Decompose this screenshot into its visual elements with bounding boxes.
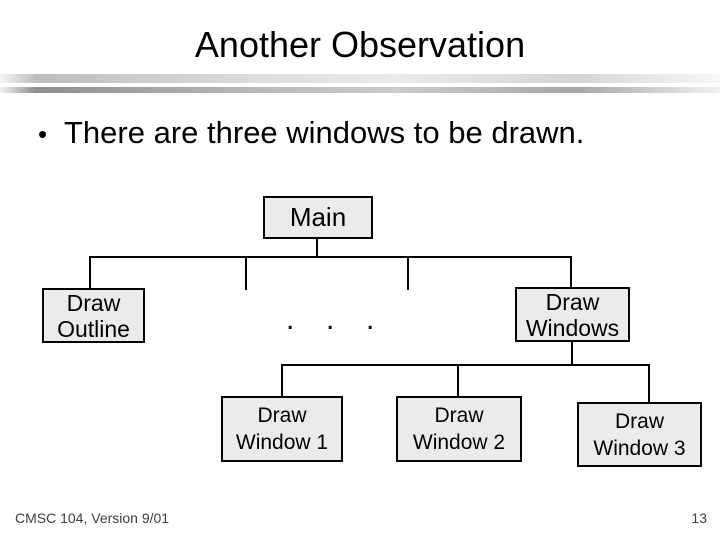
connector-to-draw-outline	[89, 256, 91, 288]
node-draw-window-2-line1: Draw	[434, 404, 484, 427]
title-rule-top	[0, 74, 720, 83]
node-draw-window-3-line1: Draw	[614, 409, 664, 433]
node-draw-outline-line1: Draw	[66, 289, 121, 316]
node-draw-window-3-line2: Window 3	[593, 436, 686, 460]
connector-to-window2	[457, 364, 459, 396]
node-draw-windows-line2: Windows	[525, 314, 620, 341]
footer-course-label: CMSC 104, Version 9/01	[15, 510, 170, 526]
node-draw-windows-line1: Draw	[545, 288, 600, 315]
connector-stub-left	[245, 256, 247, 290]
node-draw-window-1-line1: Draw	[257, 404, 307, 427]
ellipsis-dots: . . .	[286, 303, 380, 336]
node-main: Main	[263, 196, 373, 239]
bullet-text: There are three windows to be drawn.	[64, 115, 585, 150]
connector-stub-right	[407, 256, 409, 290]
connector-bottom-bus	[281, 364, 650, 366]
bullet-icon: •	[38, 119, 48, 149]
bullet-line: • There are three windows to be drawn.	[38, 115, 584, 153]
page-number: 13	[691, 510, 707, 526]
node-draw-window-2-line2: Window 2	[412, 431, 506, 454]
title-rule-bottom	[0, 87, 720, 93]
node-draw-windows: Draw Windows	[515, 287, 630, 342]
connector-to-window3	[648, 364, 650, 402]
node-draw-window-2: Draw Window 2	[396, 396, 522, 462]
connector-to-window1	[281, 364, 283, 396]
connector-to-draw-windows	[570, 256, 572, 287]
node-main-label: Main	[289, 202, 347, 232]
connector-top-bus	[89, 256, 572, 258]
node-draw-outline: Draw Outline	[42, 288, 145, 343]
node-draw-window-1: Draw Window 1	[221, 396, 343, 462]
slide-title: Another Observation	[194, 24, 526, 65]
connector-main-down	[316, 237, 318, 258]
node-draw-window-3: Draw Window 3	[577, 402, 702, 467]
node-draw-outline-line2: Outline	[57, 315, 130, 342]
node-draw-window-1-line2: Window 1	[235, 431, 329, 454]
connector-draw-windows-down	[571, 342, 573, 366]
